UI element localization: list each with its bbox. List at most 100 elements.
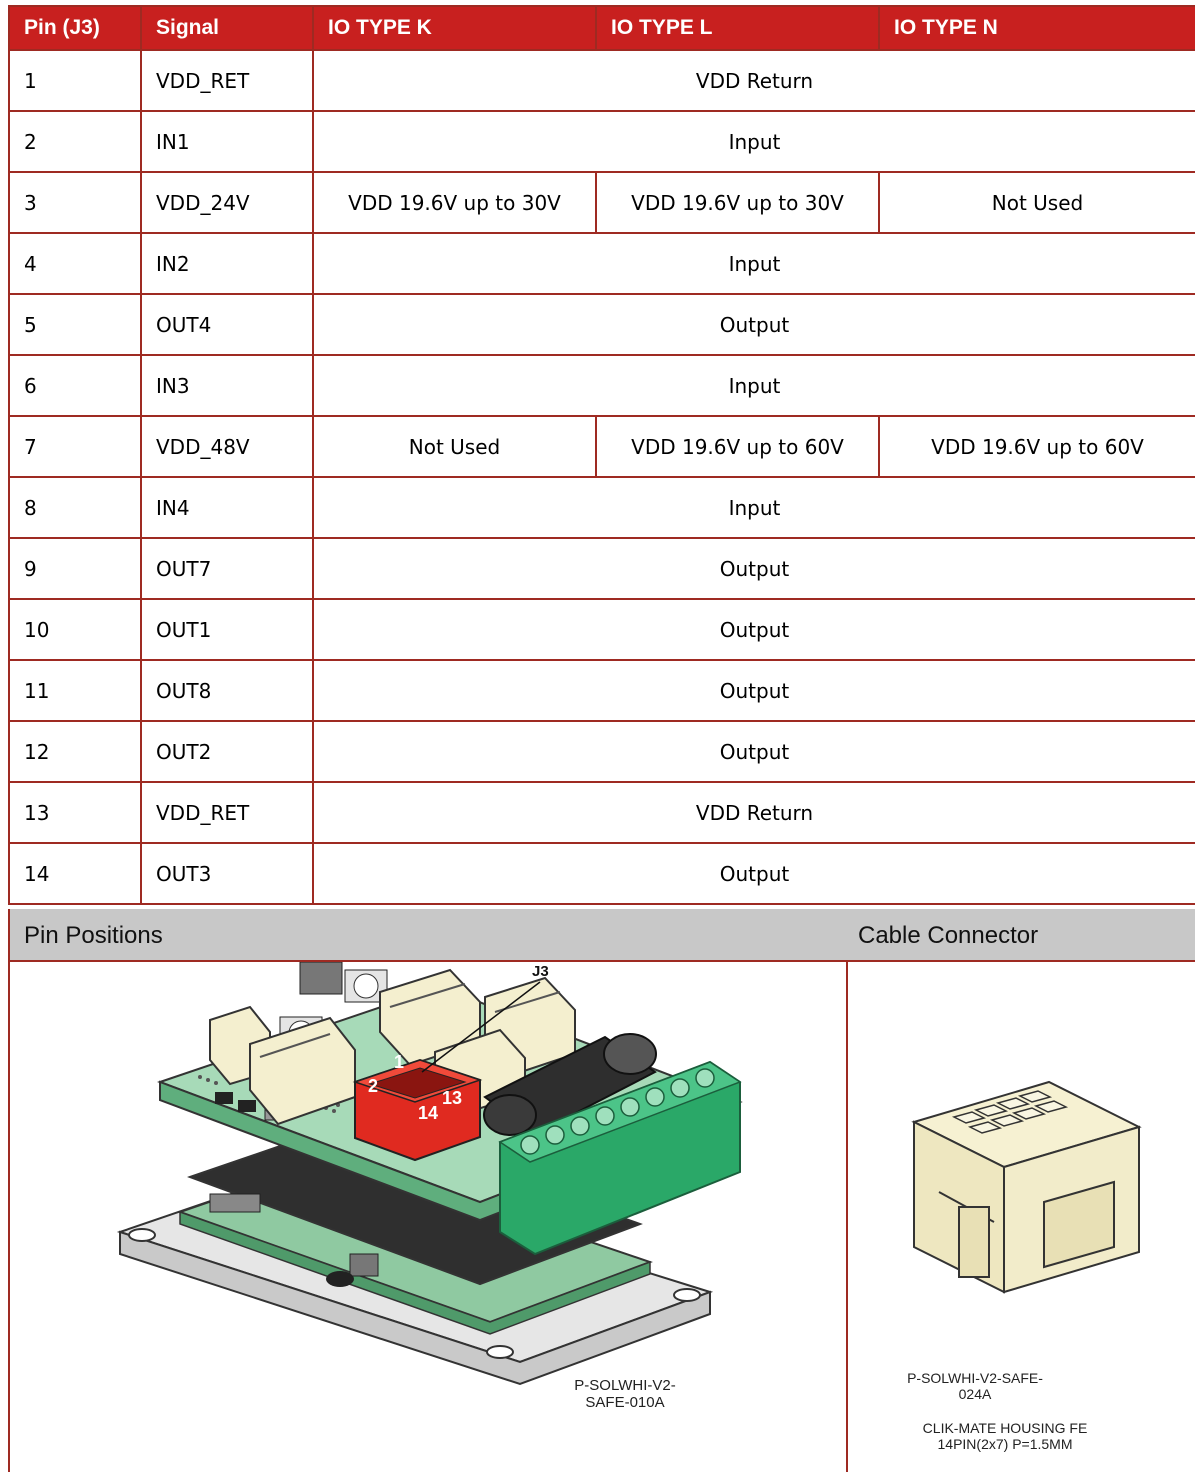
table-row: 4 IN2 Input	[8, 232, 1195, 295]
bottom-section: Pin Positions	[8, 909, 1195, 1472]
header-signal: Signal	[140, 5, 314, 51]
pin-table: Pin (J3) Signal IO TYPE K IO TYPE L IO T…	[8, 5, 1195, 905]
signal-name: OUT8	[140, 659, 314, 722]
signal-name: VDD_48V	[140, 415, 314, 478]
io-type-k-value: Not Used	[312, 415, 597, 478]
cable-connector-panel: Cable Connector	[844, 909, 1195, 1472]
io-value: Output	[312, 293, 1195, 356]
connector-description: CLIK-MATE HOUSING FE 14PIN(2x7) P=1.5MM	[922, 1420, 1088, 1453]
pin-number: 3	[8, 171, 142, 234]
dial-icon	[353, 973, 379, 999]
signal-name: VDD_24V	[140, 171, 314, 234]
mount-hole	[673, 1288, 701, 1302]
terminal-block	[498, 1060, 742, 1256]
pin-number: 9	[8, 537, 142, 600]
header-io-type-k: IO TYPE K	[312, 5, 597, 51]
pin-label-1: 1	[394, 1052, 404, 1072]
io-value: Output	[312, 537, 1195, 600]
signal-name: OUT7	[140, 537, 314, 600]
chip	[209, 1193, 261, 1213]
rotary-switch	[299, 962, 343, 995]
chip	[215, 1092, 233, 1104]
pin-label-13: 13	[442, 1088, 462, 1108]
cable-connector-figure	[844, 962, 1195, 1472]
table-row: 12 OUT2 Output	[8, 720, 1195, 783]
pin-table-body: 1 VDD_RET VDD Return 2 IN1 Input 3 VDD_2…	[8, 49, 1195, 905]
table-row: 5 OUT4 Output	[8, 293, 1195, 356]
pin-number: 12	[8, 720, 142, 783]
pin-label-14: 14	[418, 1103, 438, 1123]
table-row: 1 VDD_RET VDD Return	[8, 49, 1195, 112]
io-type-n-value: VDD 19.6V up to 60V	[878, 415, 1195, 478]
io-value: VDD Return	[312, 49, 1195, 112]
pin-number: 8	[8, 476, 142, 539]
signal-name: OUT2	[140, 720, 314, 783]
lower-pcb-edge	[179, 1210, 651, 1335]
signal-name: IN2	[140, 232, 314, 295]
header-pin: Pin (J3)	[8, 5, 142, 51]
io-type-k-value: VDD 19.6V up to 30V	[312, 171, 597, 234]
io-type-n-value: Not Used	[878, 171, 1195, 234]
io-value: Input	[312, 354, 1195, 417]
clik-mate-housing	[911, 1080, 1142, 1294]
table-row: 3 VDD_24V VDD 19.6V up to 30V VDD 19.6V …	[8, 171, 1195, 234]
pin-number: 14	[8, 842, 142, 905]
io-value: Output	[312, 659, 1195, 722]
io-value: Input	[312, 232, 1195, 295]
j3-label: J3	[532, 963, 549, 980]
j3-connector	[352, 1058, 483, 1162]
pin-table-header: Pin (J3) Signal IO TYPE K IO TYPE L IO T…	[8, 5, 1195, 51]
table-row: 8 IN4 Input	[8, 476, 1195, 539]
signal-name: IN1	[140, 110, 314, 173]
table-row: 6 IN3 Input	[8, 354, 1195, 417]
base-plate-edge	[119, 1230, 711, 1386]
header-io-type-n: IO TYPE N	[878, 5, 1195, 51]
table-row: 9 OUT7 Output	[8, 537, 1195, 600]
pin-positions-figure: 1 2 13 14 J3	[10, 962, 846, 1472]
io-type-l-value: VDD 19.6V up to 60V	[595, 415, 880, 478]
io-type-l-value: VDD 19.6V up to 30V	[595, 171, 880, 234]
cable-connector-illustration	[911, 1080, 1142, 1294]
header-row: Pin (J3) Signal IO TYPE K IO TYPE L IO T…	[8, 5, 1195, 51]
cable-connector-title: Cable Connector	[844, 909, 1195, 962]
signal-name: IN3	[140, 354, 314, 417]
signal-name: VDD_RET	[140, 781, 314, 844]
board-part-number: P-SOLWHI-V2-SAFE-010A	[574, 1377, 676, 1412]
pin-number: 10	[8, 598, 142, 661]
signal-name: IN4	[140, 476, 314, 539]
table-row: 2 IN1 Input	[8, 110, 1195, 173]
io-value: Input	[312, 110, 1195, 173]
table-row: 11 OUT8 Output	[8, 659, 1195, 722]
io-value: Input	[312, 476, 1195, 539]
pin-number: 1	[8, 49, 142, 112]
io-value: Output	[312, 842, 1195, 905]
table-row: 10 OUT1 Output	[8, 598, 1195, 661]
connector-part-number: P-SOLWHI-V2-SAFE-024A	[907, 1370, 1043, 1403]
io-value: Output	[312, 598, 1195, 661]
io-value: Output	[312, 720, 1195, 783]
pin-number: 13	[8, 781, 142, 844]
pin-positions-panel: Pin Positions	[8, 909, 848, 1472]
pin-label-2: 2	[368, 1076, 378, 1096]
pin-number: 4	[8, 232, 142, 295]
board-illustration: 1 2 13 14 J3	[116, 962, 743, 1386]
chip	[349, 1253, 379, 1277]
table-row: 7 VDD_48V Not Used VDD 19.6V up to 60V V…	[8, 415, 1195, 478]
capacitor	[483, 1033, 657, 1136]
table-row: 14 OUT3 Output	[8, 842, 1195, 905]
mount-hole	[486, 1345, 514, 1359]
j3-leader-line	[421, 981, 541, 1073]
signal-name: VDD_RET	[140, 49, 314, 112]
pin-number: 11	[8, 659, 142, 722]
pin-number: 5	[8, 293, 142, 356]
pin-number: 6	[8, 354, 142, 417]
chip	[238, 1100, 256, 1112]
table-row: 13 VDD_RET VDD Return	[8, 781, 1195, 844]
io-value: VDD Return	[312, 781, 1195, 844]
pin-positions-title: Pin Positions	[10, 909, 846, 962]
signal-name: OUT4	[140, 293, 314, 356]
mount-hole	[128, 1228, 156, 1242]
inductor	[326, 1271, 354, 1287]
signal-name: OUT3	[140, 842, 314, 905]
pin-number: 2	[8, 110, 142, 173]
